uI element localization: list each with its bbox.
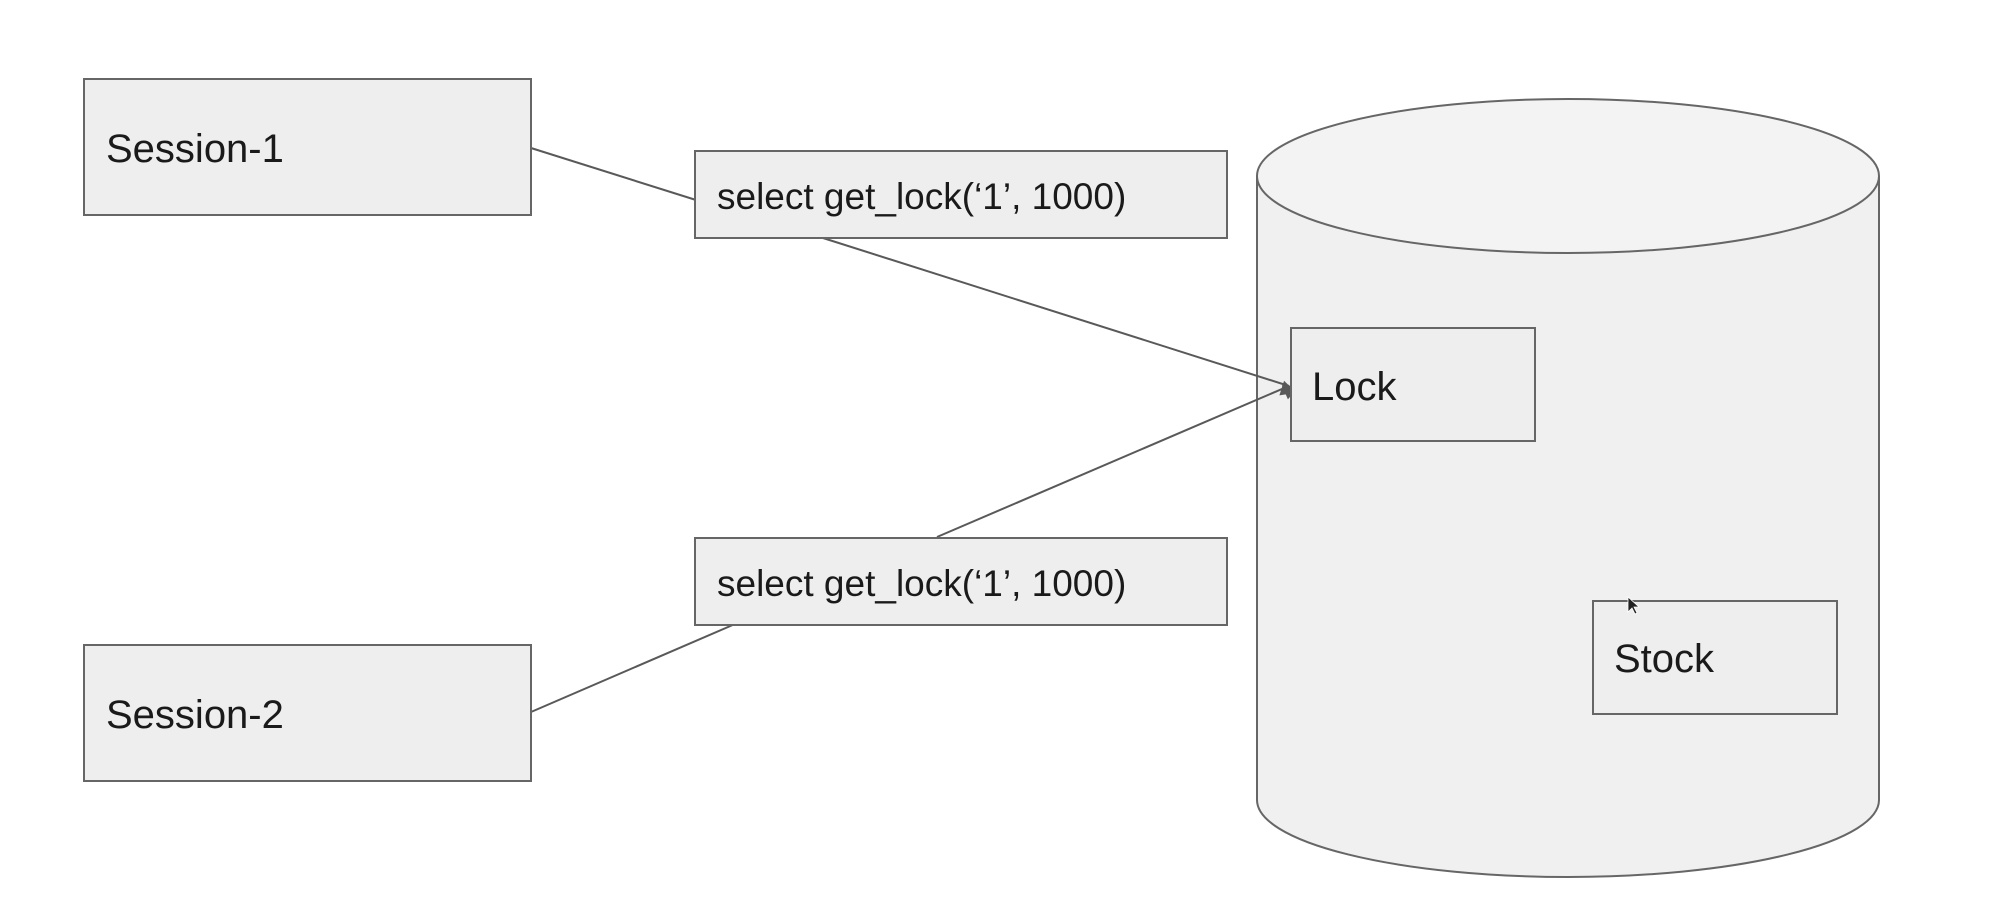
arrow-query-1-to-lock — [822, 237, 1297, 396]
connector-session-2-to-query-2 — [530, 623, 736, 713]
session-1-label: Session-1 — [106, 127, 284, 171]
cylinder-top — [1256, 98, 1880, 254]
session-2-box[interactable]: Session-2 — [83, 644, 532, 782]
lock-label: Lock — [1312, 365, 1397, 409]
query-2-label: select get_lock(‘1’, 1000) — [717, 563, 1126, 604]
mouse-cursor-icon — [1627, 596, 1641, 615]
cylinder-body — [1256, 176, 1880, 878]
stock-box[interactable]: Stock — [1592, 600, 1838, 715]
stock-rect — [1592, 600, 1838, 715]
lock-rect — [1290, 327, 1536, 442]
arrow-query-2-to-lock — [936, 385, 1300, 538]
session-2-rect — [83, 644, 532, 782]
lock-box[interactable]: Lock — [1290, 327, 1536, 442]
database-cylinder[interactable] — [1256, 98, 1880, 878]
query-1-box[interactable]: select get_lock(‘1’, 1000) — [694, 150, 1228, 239]
session-1-box[interactable]: Session-1 — [83, 78, 532, 216]
query-1-rect — [694, 150, 1228, 239]
connector-session-1-to-query-1 — [530, 147, 697, 201]
query-1-label: select get_lock(‘1’, 1000) — [717, 176, 1126, 217]
query-2-rect — [694, 537, 1228, 626]
session-1-rect — [83, 78, 532, 216]
stock-label: Stock — [1614, 637, 1715, 681]
query-2-box[interactable]: select get_lock(‘1’, 1000) — [694, 537, 1228, 626]
session-2-label: Session-2 — [106, 693, 284, 737]
